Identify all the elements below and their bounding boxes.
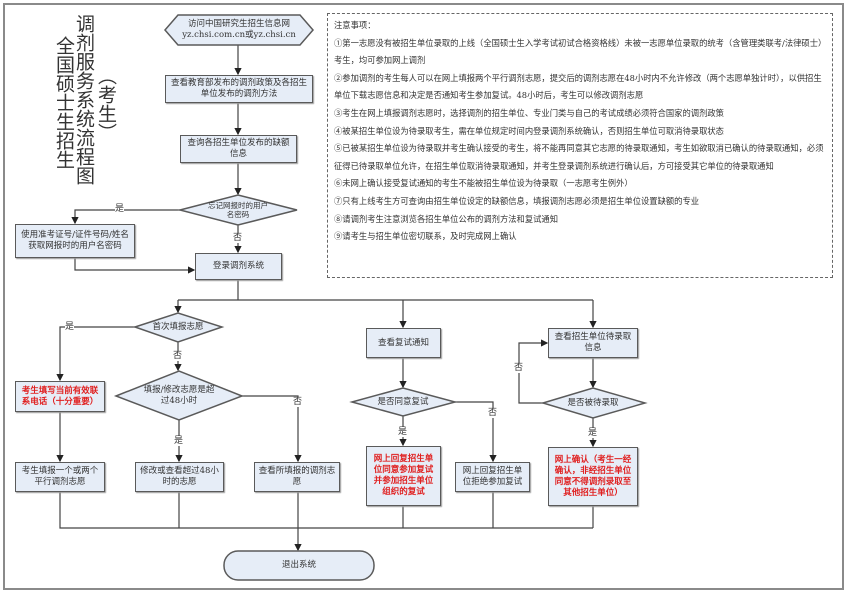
yes-label: 是 <box>398 427 408 437</box>
no-label: 否 <box>514 363 524 373</box>
title-line1: 调剂服务系统流程图 <box>73 14 95 185</box>
yes-label: 是 <box>174 436 184 446</box>
note-item: ⑦只有上线考生方可查询由招生单位设定的缺额信息，填报调剂志愿必须是招生单位设置缺… <box>334 195 700 206</box>
first-fill-text: 首次填报志愿 <box>152 321 204 332</box>
query-vacancy-box: 查询各招生单位发布的缺额信息 <box>180 135 297 163</box>
note-item: ④被某招生单位设为待录取考生，需在单位规定时间内登录调剂系统确认，否则招生单位可… <box>334 125 724 136</box>
connector <box>59 492 593 529</box>
note-item: ②参加调剂的考生每人可以在网上填报两个平行调剂志愿，提交后的调剂志愿在48小时内… <box>334 72 822 101</box>
diagram-frame <box>3 3 844 590</box>
note-item: ⑨请考生与招生单位密切联系，及时完成网上确认 <box>334 231 517 242</box>
note-item: ⑧请调剂考生注意浏览各招生单位公布的调剂方法和复试通知 <box>334 213 559 224</box>
arrow <box>56 326 135 382</box>
arrow <box>74 258 196 274</box>
retrieve-account-box: 使用准考证号/证件号码/姓名获取网报时的用户名密码 <box>15 224 135 258</box>
start-hexagon <box>164 14 314 46</box>
note-item: ③考生在网上填报调剂志愿时，选择调剂的招生单位、专业门类与自己的考试成绩必须符合… <box>334 107 724 118</box>
view-retest-box: 查看复试通知 <box>366 328 441 358</box>
confirm-online-box: 网上确认（考生一经确认，非经招生单位同意不得调剂录取至其他招生单位） <box>548 447 638 506</box>
over-48h-text: 填报/修改志愿是超过48小时 <box>143 385 215 406</box>
title-line2: 全国硕士生招生 <box>53 36 75 169</box>
note-item: ⑥未网上确认接受复试通知的考生不能被招生单位设为待录取（一志愿考生例外） <box>334 178 633 189</box>
notes-panel: 注意事项： ①第一志愿没有被招生单位录取的上线（全国硕士生入学考试初试合格资格线… <box>327 13 833 278</box>
yes-label: 是 <box>115 204 125 214</box>
note-item: ①第一志愿没有被招生单位录取的上线（全国硕士生入学考试初试合格资格线）未被一志愿… <box>334 37 823 66</box>
start-node: 访问中国研究生招生信息网 yz.chsi.com.cn或yz.chsi.cn <box>182 19 296 40</box>
view-filled-box: 查看所填报的调剂志愿 <box>254 462 340 492</box>
note-item: ⑤已被某招生单位设为待录取并考生确认接受的考生，将不能再同意其它志愿的待录取通知… <box>334 143 824 171</box>
agree-retest-text: 是否同意复试 <box>377 396 429 407</box>
view-policy-box: 查看教育部发布的调剂政策及各招生单位发布的调剂方法 <box>165 75 313 103</box>
view-pending-box: 查看招生单位待录取信息 <box>548 328 638 358</box>
arrow <box>242 395 302 463</box>
fill-two-box: 考生填报一个或两个平行调剂志愿 <box>15 462 105 492</box>
title-line3: （考生） <box>95 66 117 142</box>
decision-forgot-password <box>177 194 298 226</box>
modify-view-box: 修改或查看超过48小时的志愿 <box>135 462 224 492</box>
no-label: 否 <box>293 397 303 407</box>
decision-first-fill <box>132 312 225 343</box>
arrow <box>71 209 180 225</box>
no-label: 否 <box>173 351 183 361</box>
yes-label: 是 <box>588 428 598 438</box>
fill-phone-box: 考生填写当前有效联系电话（十分重要） <box>15 381 105 412</box>
exit-text: 退出系统 <box>281 560 316 570</box>
login-box: 登录调剂系统 <box>195 253 282 280</box>
is-pending-text: 是否被待录取 <box>567 397 619 408</box>
decision-over-48h <box>113 370 245 421</box>
reply-agree-box: 网上回复招生单位同意参加复试并参加招生单位组织的复试 <box>366 446 441 506</box>
yes-label: 是 <box>65 322 75 332</box>
decision-agree-retest <box>349 387 458 417</box>
no-label: 否 <box>488 408 498 418</box>
no-label: 否 <box>233 233 243 243</box>
notes-heading: 注意事项： <box>334 20 376 30</box>
exit-terminal <box>223 550 375 581</box>
arrow <box>455 401 497 463</box>
arrow <box>518 339 549 404</box>
reply-refuse-box: 网上回复招生单位拒绝参加复试 <box>455 462 530 492</box>
forgot-password-text: 忘记网报时的用户名密码 <box>208 201 268 219</box>
decision-is-pending <box>540 387 648 419</box>
